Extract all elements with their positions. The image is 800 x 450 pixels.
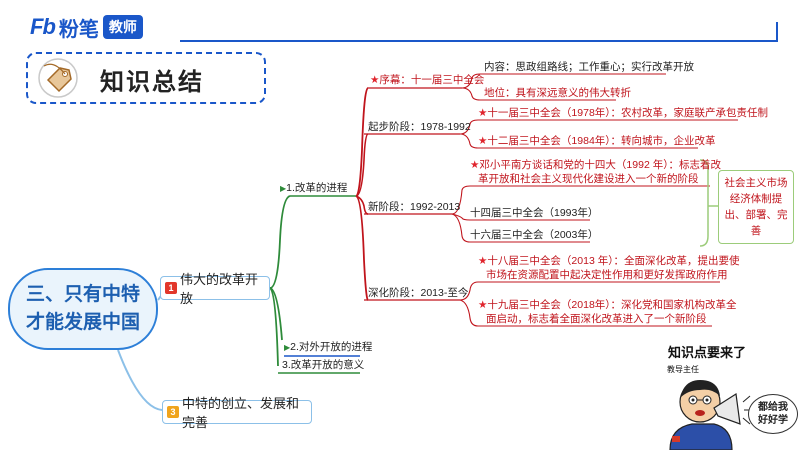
stage-deepen-item: ★十九届三中全会（2018年）：深化党和国家机构改革全 面启动，标志着全面深化改… [478, 299, 737, 325]
price-tag-icon [38, 58, 78, 98]
brand-name: 粉笔 [58, 18, 99, 41]
header-divider [180, 40, 776, 42]
topic-number-badge: 1 [165, 282, 177, 294]
stage-deepen-title[interactable]: 深化阶段：2013-至今 [368, 287, 469, 299]
stage-start-item: ★十一届三中全会（1978年）：农村改革，家庭联产承包责任制 [478, 107, 769, 119]
stage-start-title[interactable]: 起步阶段：1978-1992 [368, 121, 471, 133]
cartoon-caption: 知识点要来了 [668, 345, 747, 360]
speech-bubble: 都给我 好好学 [748, 394, 798, 434]
stage-new-item: ★邓小平南方谈话和党的十四大（1992 年）：标志着改 革开放和社会主义现代化建… [470, 159, 721, 185]
brand-tag: 教师 [102, 15, 143, 39]
brand-logo: Fb 粉笔 教师 [30, 14, 143, 41]
header-divider-end [776, 22, 778, 42]
stage-new-title[interactable]: 新阶段：1992-2013 [368, 201, 461, 213]
stage-deepen-item: ★十八届三中全会（2013 年）：全面深化改革，提出要使 市场在资源配置中起决定… [478, 255, 740, 281]
stage-new-item: 十六届三中全会（2003年） [470, 229, 599, 241]
star-icon: ★ [478, 107, 488, 119]
topic-number-badge: 3 [167, 406, 179, 418]
stage-start-item: ★十二届三中全会（1984年）：转向城市，企业改革 [478, 135, 716, 147]
central-topic-line2: 才能发展中国 [25, 312, 140, 333]
prelude-title[interactable]: ★序幕：十一届三中全会 [370, 74, 485, 86]
star-icon: ★ [470, 159, 480, 171]
stage-new-item: 十四届三中全会（1993年） [470, 207, 599, 219]
subtopic-opening-process[interactable]: ▶2.对外开放的进程 [284, 341, 373, 353]
brand-mark: Fb [30, 14, 56, 39]
star-icon: ★ [370, 74, 380, 86]
topic-label: 中特的创立、发展和完善 [182, 396, 300, 430]
topic-label: 伟大的改革开放 [180, 272, 259, 306]
title-frame [26, 52, 266, 104]
page-title: 知识总结 [100, 69, 204, 96]
star-icon: ★ [478, 255, 488, 267]
prelude-content: 内容：思政组路线；工作重心；实行改革开放 [484, 61, 694, 73]
cartoon-label: 教导主任 [667, 365, 699, 374]
star-icon: ★ [478, 135, 488, 147]
central-topic-line1: 三、只有中特 [25, 284, 140, 305]
market-economy-note: 社会主义市场经济体制提出、部署、完善 [718, 170, 794, 244]
prelude-status: 地位：具有深远意义的伟大转折 [484, 87, 631, 99]
subtopic-significance[interactable]: 3.改革开放的意义 [282, 359, 365, 371]
topic-reform-opening[interactable]: 1 伟大的改革开放 [160, 272, 270, 306]
star-icon: ★ [478, 299, 488, 311]
central-topic[interactable]: 三、只有中特 才能发展中国 [8, 268, 158, 350]
topic-socialism-development[interactable]: 3 中特的创立、发展和完善 [162, 396, 312, 430]
subtopic-reform-process[interactable]: ▶1.改革的进程 [280, 182, 348, 194]
teacher-megaphone-icon [669, 380, 752, 450]
